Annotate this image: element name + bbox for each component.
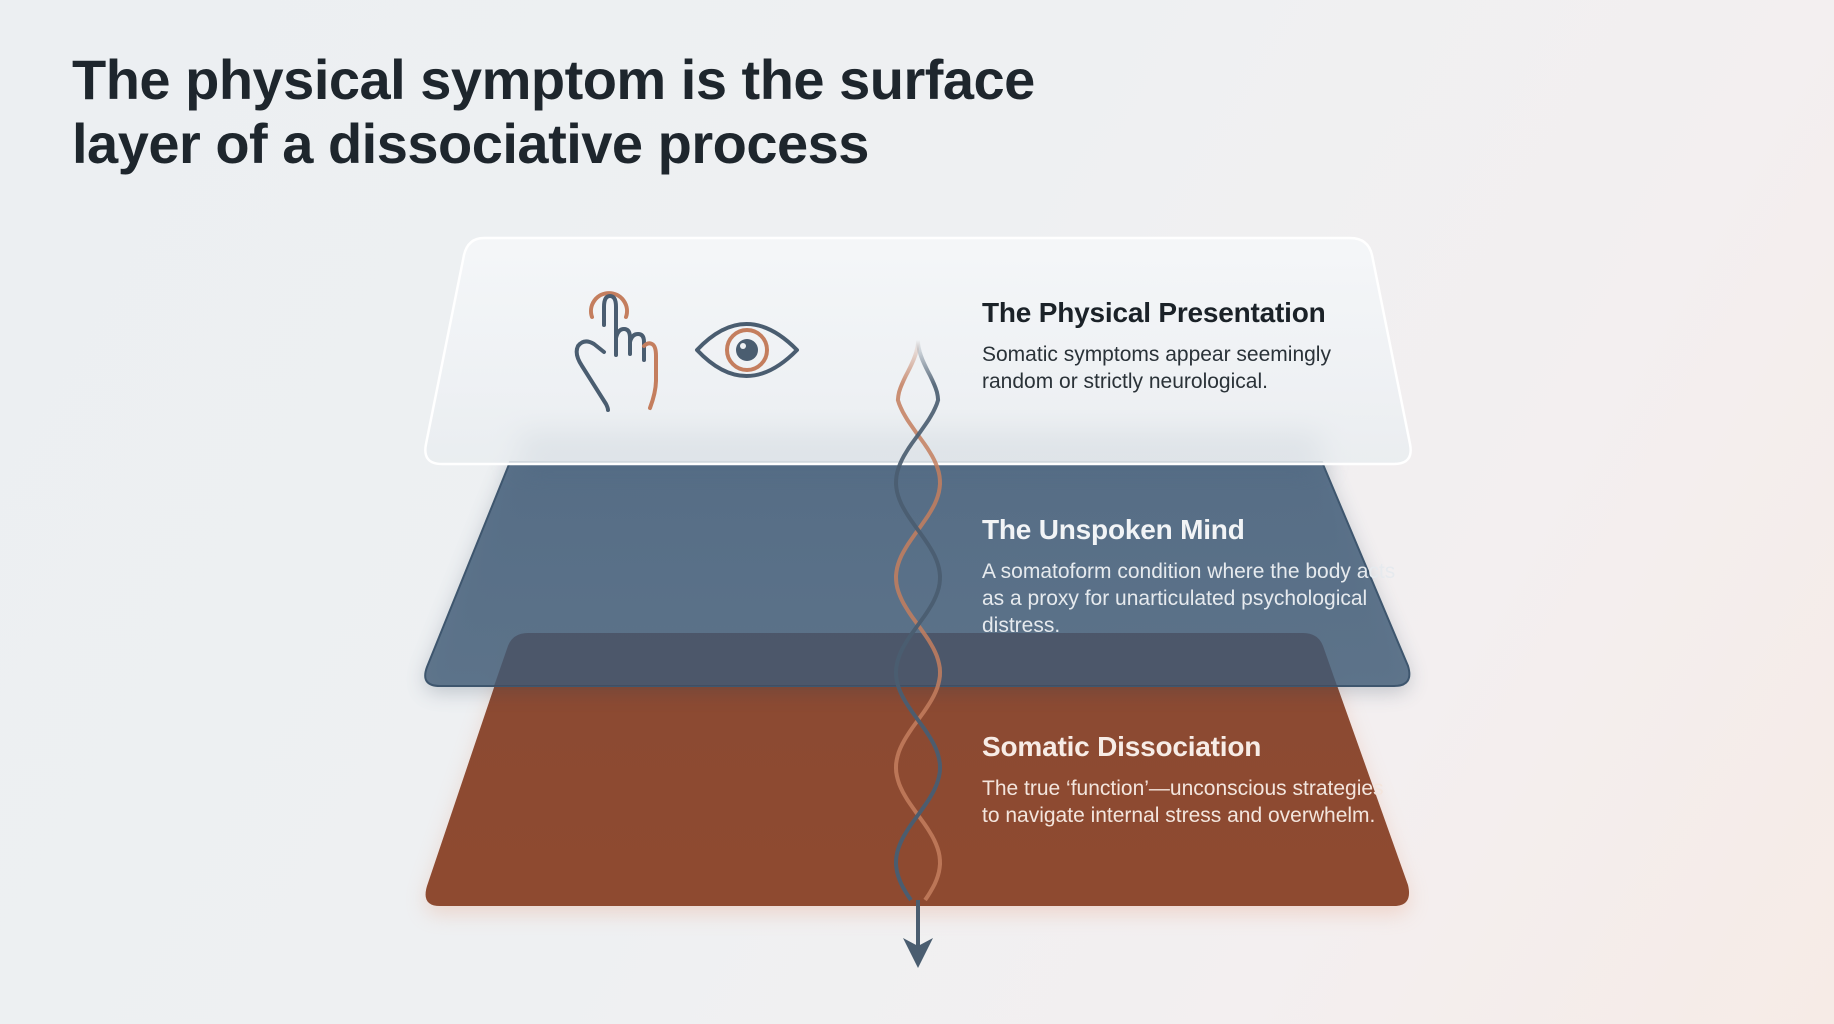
helix-connector: [893, 339, 943, 968]
mind-layer-text: The Unspoken Mind A somatoform condition…: [982, 514, 1402, 639]
surface-layer-heading: The Physical Presentation: [982, 297, 1326, 328]
mind-layer-description: A somatoform condition where the body ac…: [982, 560, 1396, 637]
arrow-down-icon: [903, 938, 933, 968]
surface-layer-text: The Physical Presentation Somatic sympto…: [982, 297, 1402, 395]
eye-icon: [695, 322, 799, 378]
surface-layer-description: Somatic symptoms appear seemingly random…: [982, 343, 1331, 393]
dissociation-layer-heading: Somatic Dissociation: [982, 731, 1262, 762]
mind-layer-heading: The Unspoken Mind: [982, 514, 1245, 545]
page-title: The physical symptom is the surface laye…: [72, 48, 1035, 175]
dissociation-layer-description: The true ‘function’—unconscious strategi…: [982, 777, 1384, 827]
dissociation-layer-text: Somatic Dissociation The true ‘function’…: [982, 731, 1402, 829]
touch-hand-icon: [574, 291, 658, 412]
